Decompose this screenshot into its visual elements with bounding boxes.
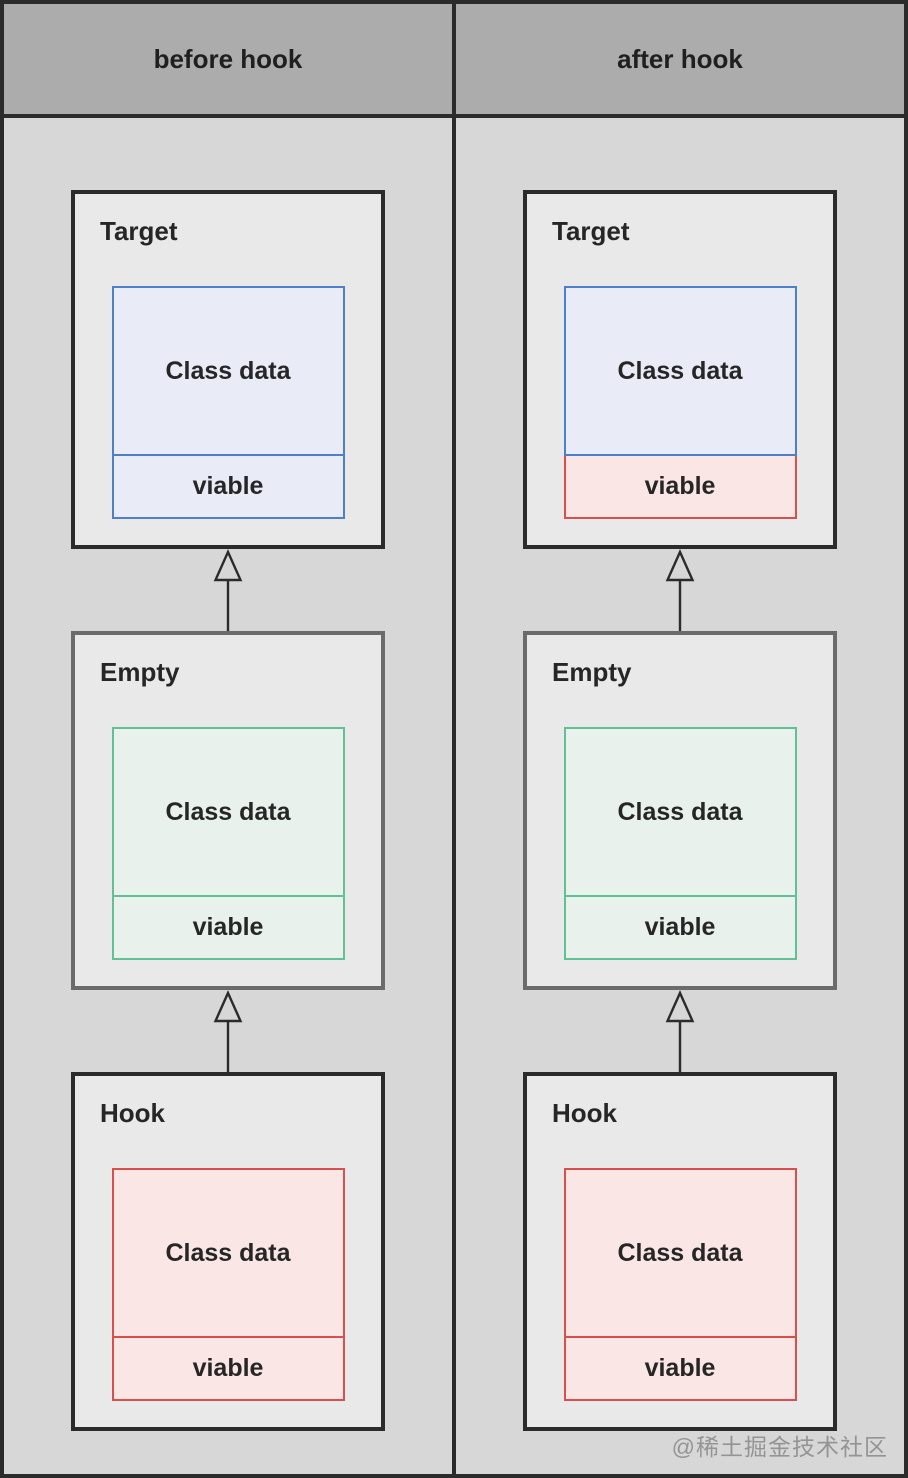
class-box-empty-before: Empty Class data viable	[71, 631, 385, 990]
class-box-target-after: Target Class data viable	[523, 190, 837, 549]
class-name-empty: Empty	[100, 657, 180, 687]
class-data-label: Class data	[617, 797, 743, 826]
class-name-target: Target	[552, 216, 630, 246]
viable-label: viable	[192, 913, 264, 941]
column-body-before-hook: Target Class data viable Empty	[4, 118, 452, 1474]
viable-label: viable	[192, 472, 264, 500]
column-header-label: before hook	[153, 43, 303, 74]
inheritance-arrow-icon	[665, 990, 695, 1072]
class-name-target: Target	[100, 216, 178, 246]
viable-compartment: viable	[111, 456, 345, 519]
class-data-compartment: Class data	[111, 727, 345, 897]
inheritance-arrow-icon	[213, 549, 243, 631]
viable-compartment-highlighted: viable	[563, 456, 797, 519]
class-box-hook-before: Hook Class data viable	[71, 1072, 385, 1431]
inheritance-arrow-hook-to-empty	[208, 990, 248, 1072]
inheritance-arrow-empty-to-target	[208, 549, 248, 631]
inheritance-arrow-icon	[665, 549, 695, 631]
column-header-before-hook: before hook	[4, 4, 452, 118]
inheritance-arrow-empty-to-target	[660, 549, 700, 631]
uml-compartments-empty-before: Class data viable	[111, 727, 345, 960]
class-data-label: Class data	[165, 356, 291, 385]
inheritance-arrow-hook-to-empty	[660, 990, 700, 1072]
uml-compartments-hook-after: Class data viable	[563, 1168, 797, 1401]
viable-label: viable	[644, 1354, 716, 1382]
class-name-hook: Hook	[100, 1098, 165, 1128]
class-box-hook-after: Hook Class data viable	[523, 1072, 837, 1431]
class-data-label: Class data	[165, 797, 291, 826]
class-box-empty-after: Empty Class data viable	[523, 631, 837, 990]
class-name-hook: Hook	[552, 1098, 617, 1128]
viable-compartment: viable	[111, 1338, 345, 1401]
class-data-compartment: Class data	[111, 1168, 345, 1338]
column-before-hook: before hook Target Class data viable	[4, 4, 456, 1474]
class-data-compartment: Class data	[563, 286, 797, 456]
viable-label: viable	[192, 1354, 264, 1382]
column-header-after-hook: after hook	[456, 4, 904, 118]
class-box-target-before: Target Class data viable	[71, 190, 385, 549]
viable-compartment: viable	[111, 897, 345, 960]
viable-label: viable	[644, 472, 716, 500]
class-data-label: Class data	[165, 1238, 291, 1267]
uml-compartments-target-after: Class data viable	[563, 286, 797, 519]
viable-compartment: viable	[563, 1338, 797, 1401]
column-header-label: after hook	[617, 43, 743, 74]
class-data-label: Class data	[617, 1238, 743, 1267]
class-data-compartment: Class data	[563, 727, 797, 897]
column-after-hook: after hook Target Class data viable	[456, 4, 904, 1474]
uml-compartments-hook-before: Class data viable	[111, 1168, 345, 1401]
column-body-after-hook: Target Class data viable Empty	[456, 118, 904, 1474]
class-name-empty: Empty	[552, 657, 632, 687]
class-data-compartment: Class data	[563, 1168, 797, 1338]
viable-compartment: viable	[563, 897, 797, 960]
uml-compartments-empty-after: Class data viable	[563, 727, 797, 960]
inheritance-arrow-icon	[213, 990, 243, 1072]
class-data-compartment: Class data	[111, 286, 345, 456]
uml-compartments-target-before: Class data viable	[111, 286, 345, 519]
class-data-label: Class data	[617, 356, 743, 385]
watermark: @稀土掘金技术社区	[671, 1434, 888, 1460]
viable-label: viable	[644, 913, 716, 941]
